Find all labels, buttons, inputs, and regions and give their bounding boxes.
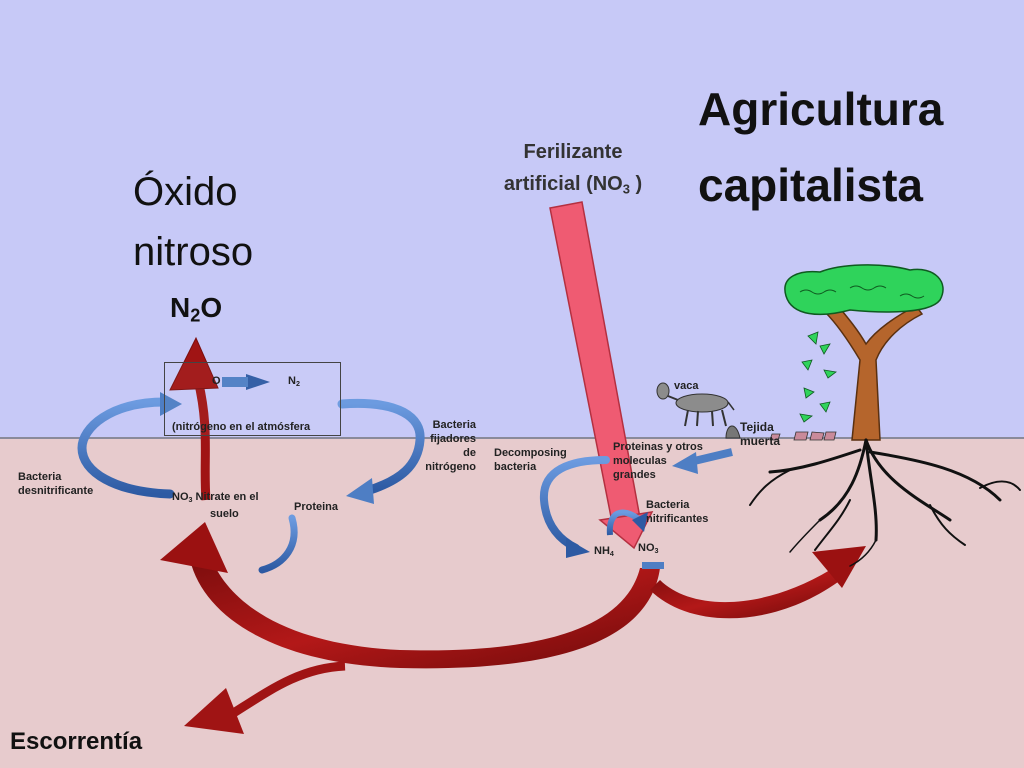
n2-label: N2 [288,375,300,388]
bacteria-desnitrificante-label: Bacteria desnitrificante [18,471,94,497]
title-line1: Agricultura [698,83,944,135]
n2o-formula: N2O [170,292,223,326]
proteina-label: Proteina [294,501,339,513]
atmosphere-box [164,362,341,436]
leaching-arrow [160,522,660,669]
nh4-label: NH4 [594,545,614,558]
decomposing-bacteria-label: Decomposing bacteria [494,447,567,473]
right-cycle-arrows [539,448,733,569]
oxido-line2: nitroso [133,230,254,274]
root-uptake-arrow [650,546,866,619]
oxido-line1: Óxido [133,170,238,214]
nitrate-soil-label: NO3 Nitrate en el suelo [172,491,259,520]
runoff-arrow [184,661,346,734]
tree-icon [784,264,944,441]
cycle-arrow-bottom [258,514,298,574]
fertilizer-arrow [549,201,654,550]
proteinas-label: Proteinas y otros moleculas grandes [613,441,703,481]
no3-right-label: NO3 [638,542,659,555]
n2-arrow-body [222,377,248,387]
fertilizer-label: Ferilizante artificial (NO3 ) [503,141,643,197]
atmosphere-label: (nitrógeno en el atmósfera [172,421,311,433]
cycle-arrowhead-right [346,478,374,504]
bacteria-nitrificantes-label: Bacteria nitrificantes [646,499,709,525]
title-line2: capitalista [698,159,923,211]
cycle-arrow-top-right [337,398,425,495]
ground-line [0,437,1024,439]
bacteria-fijadores-label: Bacteria fijadores de nitrógeno [425,419,476,473]
runoff-label: Escorrentía [10,728,143,755]
dead-tissue-icon [725,425,837,441]
cow-icon [656,382,735,427]
vaca-label: vaca [674,380,699,392]
roots-icon [749,438,1021,567]
tejida-muerta-label: Tejida muerta [740,420,781,448]
left-cycle-arrows [77,374,425,574]
sky-background [0,0,1024,438]
cycle-arrow-top-left [77,397,175,499]
n2o-emission-arrow [169,336,219,501]
cycle-arrowhead-top-left [160,392,182,416]
cycle-arrowhead-n2 [246,374,270,390]
n2o-partial-label: O [212,375,221,387]
